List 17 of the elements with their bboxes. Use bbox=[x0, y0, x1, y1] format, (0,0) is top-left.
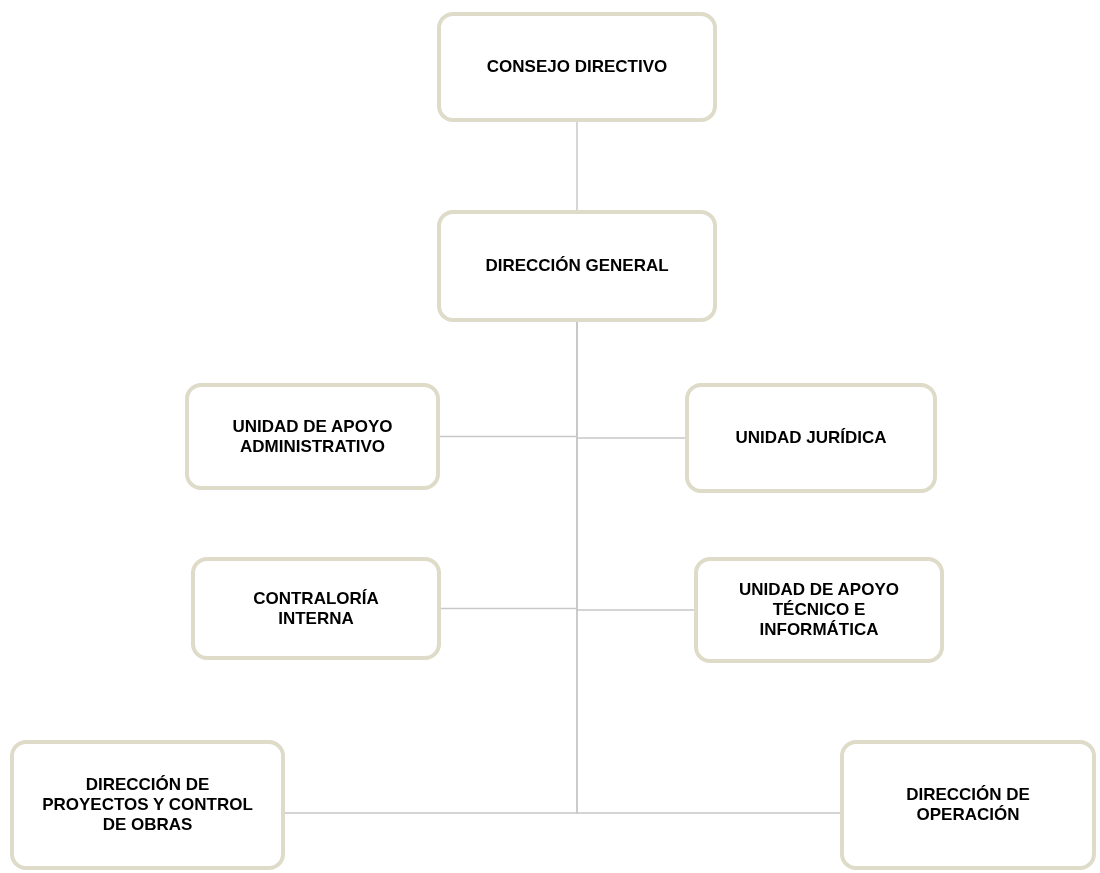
box-label: DIRECCIÓN DE PROYECTOS Y CONTROL DE OBRAS bbox=[41, 775, 254, 835]
box-label: DIRECCIÓN DE OPERACIÓN bbox=[905, 785, 1031, 825]
box-label: UNIDAD DE APOYO ADMINISTRATIVO bbox=[231, 416, 394, 457]
org-box bbox=[191, 557, 441, 660]
connector-line bbox=[576, 121, 578, 211]
org-box bbox=[437, 12, 717, 122]
box-label: UNIDAD JURÍDICA bbox=[735, 428, 887, 448]
box-label: UNIDAD DE APOYO TÉCNICO E INFORMÁTICA bbox=[738, 580, 900, 640]
org-box bbox=[437, 210, 717, 322]
org-box bbox=[694, 557, 944, 663]
box-label: DIRECCIÓN GENERAL bbox=[485, 256, 669, 276]
org-box bbox=[10, 740, 285, 870]
box-label: CONSEJO DIRECTIVO bbox=[486, 57, 668, 77]
box-label: CONTRALORÍA INTERNA bbox=[252, 588, 380, 629]
org-box bbox=[685, 383, 937, 493]
org-box bbox=[185, 383, 440, 490]
org-box bbox=[840, 740, 1096, 870]
